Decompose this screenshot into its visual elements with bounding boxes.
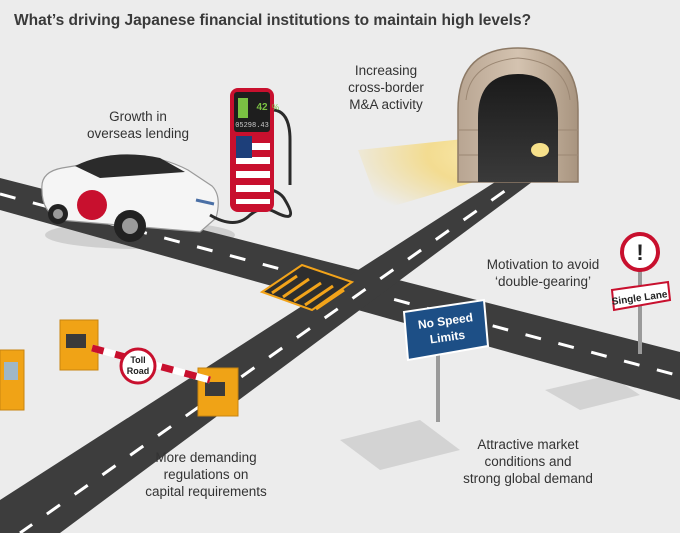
label-line: Increasing xyxy=(354,63,418,78)
warning-sign-icon: ! Single Lane xyxy=(610,232,672,354)
car-icon xyxy=(41,154,219,242)
charging-station-icon xyxy=(230,88,292,212)
charger-percent-unit: % xyxy=(272,103,279,112)
charging-cable xyxy=(209,186,293,224)
tunnel-icon xyxy=(457,47,579,183)
battery-icon xyxy=(238,98,248,118)
toll-booth-icon xyxy=(0,319,239,417)
tunnel-light xyxy=(531,143,549,157)
intersection-hatch xyxy=(259,263,355,312)
label-line: conditions and xyxy=(484,454,572,469)
toll-road-line-2: Road xyxy=(127,366,150,376)
japan-flag-circle xyxy=(77,190,107,220)
label-line: capital requirements xyxy=(145,484,267,499)
sign-shadow xyxy=(545,375,640,410)
label-line: regulations on xyxy=(163,467,249,482)
no-speed-limits-sign: No Speed Limits xyxy=(402,298,490,422)
charger-reading: 05298.43 xyxy=(235,122,269,130)
toll-road-line-1: Toll xyxy=(130,355,145,365)
label-cross-border: Increasing cross-border M&A activity xyxy=(326,62,446,113)
label-line: overseas lending xyxy=(86,126,190,141)
toll-road-sign: Toll Road xyxy=(119,347,157,385)
label-double-gearing: Motivation to avoid ‘double-gearing’ xyxy=(468,256,618,290)
sign-shadow xyxy=(340,420,460,470)
label-line: strong global demand xyxy=(463,471,593,486)
diagram-title: What’s driving Japanese financial instit… xyxy=(14,12,532,29)
label-market-conditions: Attractive market conditions and strong … xyxy=(448,436,608,487)
label-line: Motivation to avoid xyxy=(486,257,600,272)
label-line: M&A activity xyxy=(349,97,423,112)
charger-percent: 42 xyxy=(256,102,268,113)
us-flag-canton xyxy=(236,136,252,158)
label-overseas-lending: Growth in overseas lending xyxy=(78,108,198,142)
no-speed-line-2: Limits xyxy=(429,328,466,347)
warning-mark: ! xyxy=(636,240,643,265)
label-regulations: More demanding regulations on capital re… xyxy=(126,449,286,500)
label-line: Growth in xyxy=(109,109,167,124)
label-line: Attractive market xyxy=(477,437,579,452)
road-vertical xyxy=(0,150,575,533)
label-line: cross-border xyxy=(348,80,424,95)
label-line: ‘double-gearing’ xyxy=(494,274,592,289)
label-line: More demanding xyxy=(155,450,257,465)
